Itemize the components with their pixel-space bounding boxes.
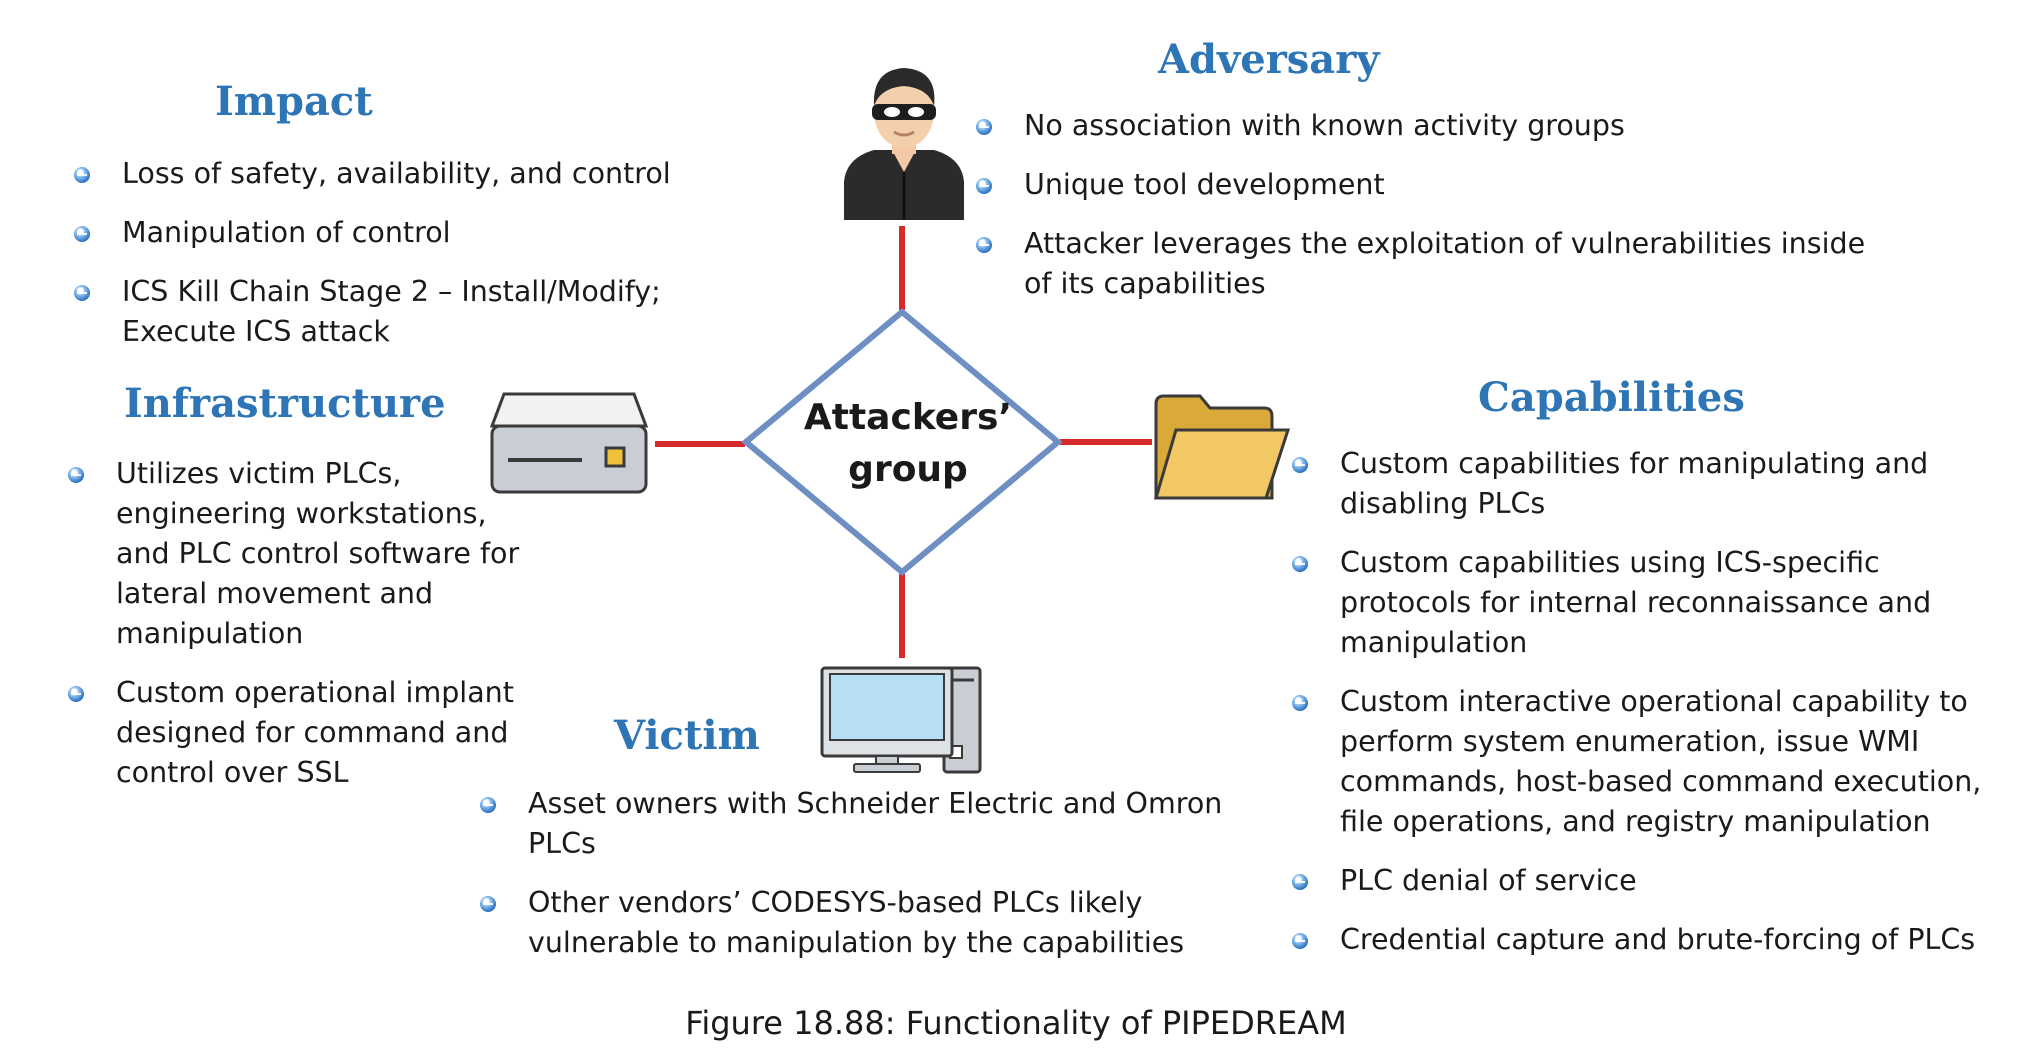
bullet-icon [976, 178, 992, 194]
server-icon [488, 390, 650, 502]
list-item: No association with known activity group… [976, 106, 1876, 146]
list-item: Manipulation of control [74, 213, 774, 253]
list-item: Custom capabilities for manipulating and… [1292, 444, 1992, 524]
list-item: PLC denial of service [1292, 861, 1992, 901]
computer-icon [818, 664, 984, 780]
bullet-icon [74, 226, 90, 242]
bullet-icon [1292, 556, 1308, 572]
infrastructure-title: Infrastructure [124, 380, 446, 427]
bullet-icon [976, 237, 992, 253]
bullet-icon [1292, 933, 1308, 949]
center-label-line1: Attackers’ [803, 397, 1013, 438]
bullet-icon [74, 167, 90, 183]
bullet-icon [1292, 695, 1308, 711]
list-item: Custom interactive operational capabilit… [1292, 682, 1992, 842]
bullet-icon [1292, 874, 1308, 890]
folder-icon [1152, 390, 1292, 506]
bullet-icon [68, 686, 84, 702]
center-label-line2: group [848, 449, 968, 490]
adversary-title: Adversary [1158, 36, 1380, 83]
infrastructure-list: Utilizes victim PLCs, engineering workst… [68, 454, 528, 793]
bullet-icon [1292, 457, 1308, 473]
list-item: Other vendors’ CODESYS-based PLCs likely… [480, 883, 1240, 963]
capabilities-list: Custom capabilities for manipulating and… [1292, 444, 1992, 960]
center-label: Attackers’ group [788, 392, 1028, 496]
list-item: Asset owners with Schneider Electric and… [480, 784, 1240, 864]
bullet-icon [480, 797, 496, 813]
list-item: Custom capabilities using ICS-specific p… [1292, 543, 1992, 663]
bullet-icon [480, 896, 496, 912]
bullet-icon [68, 467, 84, 483]
adversary-list: No association with known activity group… [976, 106, 1876, 304]
impact-title: Impact [215, 78, 373, 125]
list-item: Custom operational implant designed for … [68, 673, 528, 793]
list-item: Credential capture and brute-forcing of … [1292, 920, 1992, 960]
figure-caption: Figure 18.88: Functionality of PIPEDREAM [685, 1004, 1347, 1042]
list-item: ICS Kill Chain Stage 2 – Install/Modify;… [74, 272, 774, 352]
bullet-icon [74, 285, 90, 301]
list-item: Unique tool development [976, 165, 1876, 205]
hacker-icon [842, 62, 966, 226]
list-item: Loss of safety, availability, and contro… [74, 154, 774, 194]
list-item: Attacker leverages the exploitation of v… [976, 224, 1876, 304]
list-item: Utilizes victim PLCs, engineering workst… [68, 454, 528, 654]
capabilities-title: Capabilities [1478, 374, 1745, 421]
victim-list: Asset owners with Schneider Electric and… [480, 784, 1240, 963]
impact-list: Loss of safety, availability, and contro… [74, 154, 774, 352]
center-diamond [741, 308, 1063, 576]
victim-title: Victim [614, 712, 760, 759]
bullet-icon [976, 119, 992, 135]
